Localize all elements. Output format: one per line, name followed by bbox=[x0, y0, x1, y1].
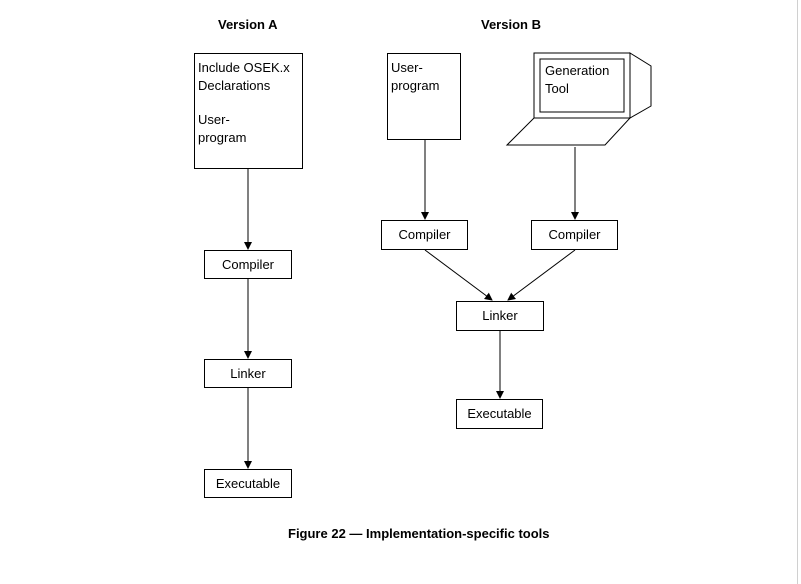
computer-icon bbox=[505, 52, 652, 146]
generation-tool-label-2: Tool bbox=[545, 81, 569, 96]
linker-box-b: Linker bbox=[456, 301, 544, 331]
source-line-declarations: Declarations bbox=[198, 78, 271, 93]
user-program-line-1: User- bbox=[391, 60, 423, 75]
user-program-box: User- program bbox=[387, 53, 461, 140]
user-program-line-2: program bbox=[391, 78, 440, 93]
executable-box-a: Executable bbox=[204, 469, 292, 498]
arrow-b-compiler-right-to-linker bbox=[507, 249, 576, 301]
source-line-include: Include OSEK.x bbox=[198, 60, 290, 75]
source-file-box: Include OSEK.x Declarations User- progra… bbox=[194, 53, 303, 169]
version-a-heading: Version A bbox=[218, 17, 278, 32]
compiler-box-b-left: Compiler bbox=[381, 220, 468, 250]
version-b-heading: Version B bbox=[481, 17, 541, 32]
arrow-b-compiler-left-to-linker bbox=[424, 249, 493, 301]
page-edge bbox=[797, 0, 798, 584]
figure-caption: Figure 22 — Implementation-specific tool… bbox=[288, 526, 550, 541]
executable-box-b: Executable bbox=[456, 399, 543, 429]
linker-box-a: Linker bbox=[204, 359, 292, 388]
source-line-user: User- bbox=[198, 112, 230, 127]
generation-tool-label-1: Generation bbox=[545, 63, 610, 78]
compiler-box-a: Compiler bbox=[204, 250, 292, 279]
compiler-box-b-right: Compiler bbox=[531, 220, 618, 250]
source-line-program: program bbox=[198, 130, 247, 145]
